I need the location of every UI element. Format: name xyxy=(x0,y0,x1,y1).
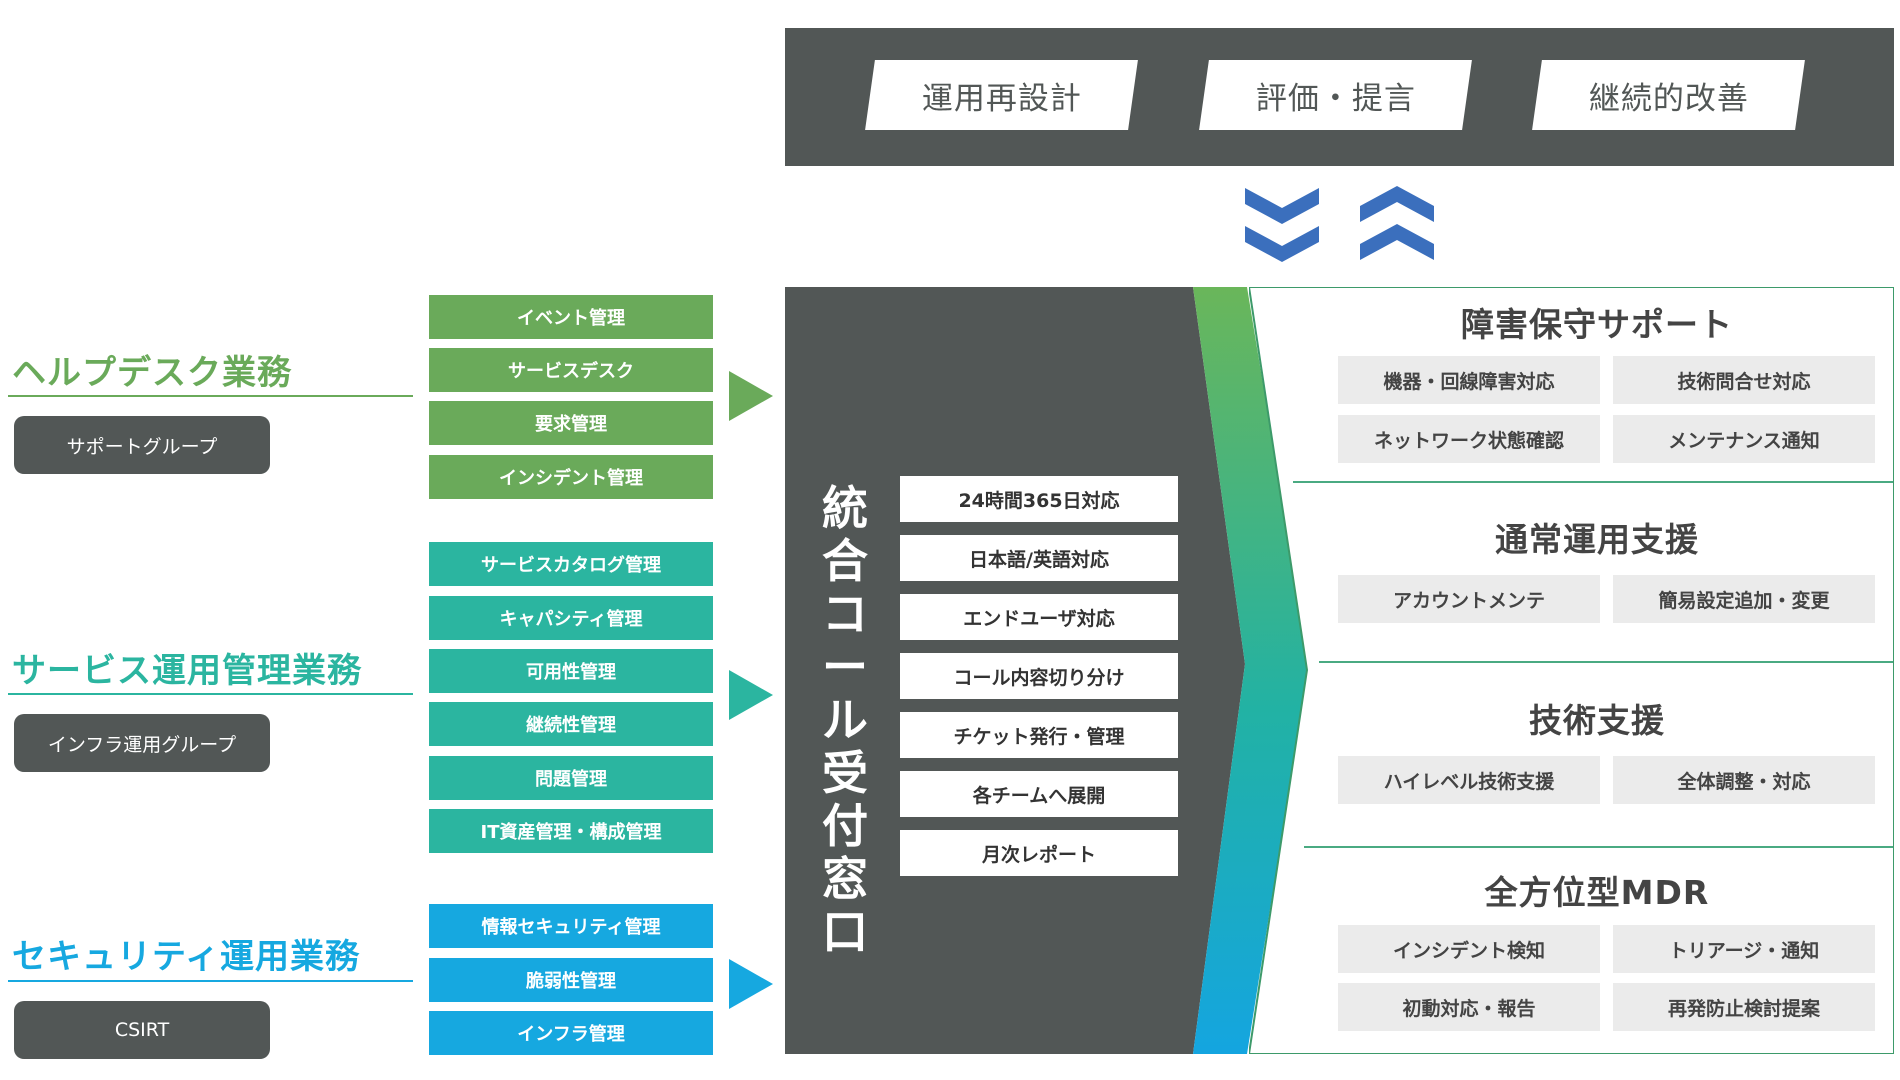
category-title-helpdesk: ヘルプデスク業務 xyxy=(12,353,292,393)
category-underline xyxy=(8,980,413,982)
task-box: 問題管理 xyxy=(429,756,713,800)
group-pill-csirt: CSIRT xyxy=(14,1001,270,1059)
task-box: 情報セキュリティ管理 xyxy=(429,904,713,948)
task-box: サービスデスク xyxy=(429,348,713,392)
task-box: サービスカタログ管理 xyxy=(429,542,713,586)
service-box: コール内容切り分け xyxy=(900,653,1178,699)
support-chip: 初動対応・報告 xyxy=(1338,983,1600,1031)
section-title-operations: 通常運用支援 xyxy=(1495,520,1699,559)
support-chip: 全体調整・対応 xyxy=(1613,756,1875,804)
support-chip: アカウントメンテ xyxy=(1338,575,1600,623)
task-box: 可用性管理 xyxy=(429,649,713,693)
improvement-item: 運用再設計 xyxy=(865,60,1138,130)
task-box: インシデント管理 xyxy=(429,455,713,499)
support-chip: メンテナンス通知 xyxy=(1613,415,1875,463)
task-box: IT資産管理・構成管理 xyxy=(429,809,713,853)
improvement-item: 評価・提言 xyxy=(1199,60,1472,130)
task-box: イベント管理 xyxy=(429,295,713,339)
support-chip: 機器・回線障害対応 xyxy=(1338,356,1600,404)
task-box: 要求管理 xyxy=(429,401,713,445)
support-chip: トリアージ・通知 xyxy=(1613,925,1875,973)
service-box: 月次レポート xyxy=(900,830,1178,876)
support-chip: 簡易設定追加・変更 xyxy=(1613,575,1875,623)
chevron-up-icon xyxy=(1360,186,1434,260)
service-box: 各チームへ展開 xyxy=(900,771,1178,817)
chevron-down-icon xyxy=(1245,188,1319,262)
improvement-item: 継続的改善 xyxy=(1532,60,1805,130)
section-title-mdr: 全方位型MDR xyxy=(1484,873,1710,912)
group-pill-support: サポートグループ xyxy=(14,416,270,474)
service-box: チケット発行・管理 xyxy=(900,712,1178,758)
support-chip: 再発防止検討提案 xyxy=(1613,983,1875,1031)
section-title-tech-support: 技術支援 xyxy=(1529,701,1665,740)
category-title-service-ops: サービス運用管理業務 xyxy=(12,651,362,691)
arrow-right-icon xyxy=(729,670,773,720)
section-divider xyxy=(1319,661,1893,663)
support-area-background xyxy=(1249,287,1894,1054)
service-box: 24時間365日対応 xyxy=(900,476,1178,522)
group-pill-infra: インフラ運用グループ xyxy=(14,714,270,772)
category-underline xyxy=(8,395,413,397)
service-box: 日本語/英語対応 xyxy=(900,535,1178,581)
support-chip: インシデント検知 xyxy=(1338,925,1600,973)
improvement-bar: 運用再設計 評価・提言 継続的改善 xyxy=(785,28,1894,166)
support-chip: ネットワーク状態確認 xyxy=(1338,415,1600,463)
support-chip: ハイレベル技術支援 xyxy=(1338,756,1600,804)
task-box: キャパシティ管理 xyxy=(429,596,713,640)
section-divider xyxy=(1304,846,1893,848)
task-box: 継続性管理 xyxy=(429,702,713,746)
category-underline xyxy=(8,693,413,695)
support-chip: 技術問合せ対応 xyxy=(1613,356,1875,404)
arrow-right-icon xyxy=(729,959,773,1009)
task-box: 脆弱性管理 xyxy=(429,958,713,1002)
task-box: インフラ管理 xyxy=(429,1011,713,1055)
category-title-security: セキュリティ運用業務 xyxy=(12,937,360,977)
section-divider xyxy=(1293,481,1893,483)
service-box: エンドユーザ対応 xyxy=(900,594,1178,640)
central-window-title: 統合コール受付窓口 xyxy=(822,481,868,959)
arrow-right-icon xyxy=(729,371,773,421)
section-title-maintenance: 障害保守サポート xyxy=(1461,305,1733,344)
